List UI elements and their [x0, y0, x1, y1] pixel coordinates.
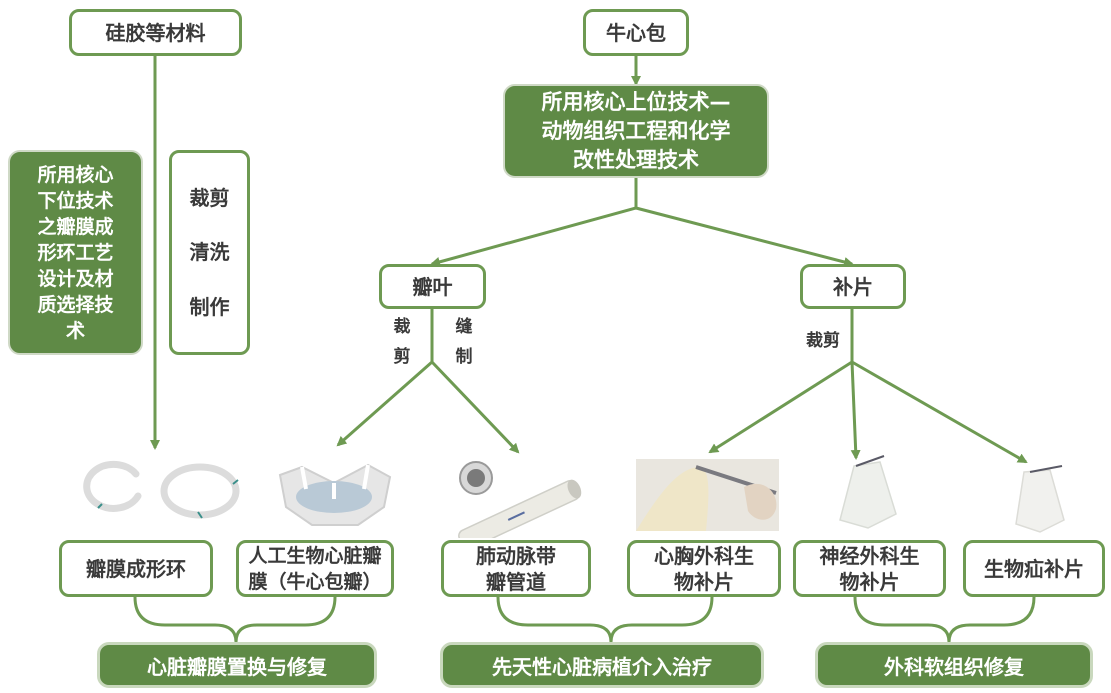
cardiothoracic-patch-photo	[636, 459, 779, 531]
product-cardiothoracic-patch: 心胸外科生 物补片	[627, 540, 781, 597]
step-cut: 裁剪	[189, 186, 230, 211]
silicone-material-box: 硅胶等材料	[69, 9, 242, 56]
arrow-to-neuro-patch	[850, 361, 861, 460]
process-steps-box: 裁剪 清洗 制作	[169, 150, 250, 355]
valved-conduit-image	[458, 461, 582, 538]
product-hernia-patch: 生物疝补片	[963, 540, 1105, 597]
label-cut-patch: 裁剪	[806, 331, 840, 351]
product-neurosurgery-patch: 神经外科生 物补片	[793, 540, 946, 597]
bovine-pericardium-box: 牛心包	[583, 9, 689, 56]
brace-congenital	[496, 596, 714, 643]
arrow-to-leaflet	[430, 206, 637, 267]
step-make: 制作	[189, 294, 230, 319]
step-clean: 清洗	[189, 240, 230, 265]
product-valved-conduit: 肺动脉带 瓣管道	[441, 540, 591, 597]
arrow-to-cardio-patch	[708, 360, 853, 454]
annuloplasty-ring-closed-image	[160, 463, 240, 519]
application-soft-tissue: 外科软组织修复	[815, 642, 1093, 688]
product-annuloplasty-ring: 瓣膜成形环	[59, 540, 213, 597]
label-sew-leaflet: 缝 制	[455, 317, 473, 367]
hernia-patch-image	[1015, 465, 1065, 533]
annuloplasty-ring-open-image	[83, 460, 142, 512]
arrow-to-conduit	[430, 360, 520, 454]
leaflet-box: 瓣叶	[379, 264, 486, 309]
core-upper-technique-box: 所用核心上位技术— 动物组织工程和化学 改性处理技术	[503, 84, 769, 178]
core-lower-technique-box: 所用核心 下位技术 之瓣膜成 形环工艺 设计及材 质选择技 术	[8, 150, 143, 355]
brace-soft-tissue	[853, 596, 1036, 643]
arrow-to-patch	[635, 206, 854, 267]
application-heart-valve: 心脏瓣膜置换与修复	[97, 642, 377, 688]
brace-heart-valve	[133, 596, 337, 643]
bioprosthetic-valve-image	[278, 463, 392, 526]
arrow-to-valve	[336, 360, 433, 447]
application-congenital-heart: 先天性心脏病植介入治疗	[440, 642, 764, 688]
patch-box: 补片	[800, 264, 906, 309]
arrow-to-hernia-patch	[851, 360, 1028, 464]
product-bioprosthetic-valve: 人工生物心脏瓣 膜（牛心包瓣）	[236, 540, 394, 597]
label-cut-leaflet: 裁 剪	[393, 317, 411, 367]
neurosurgery-patch-image	[839, 455, 897, 529]
